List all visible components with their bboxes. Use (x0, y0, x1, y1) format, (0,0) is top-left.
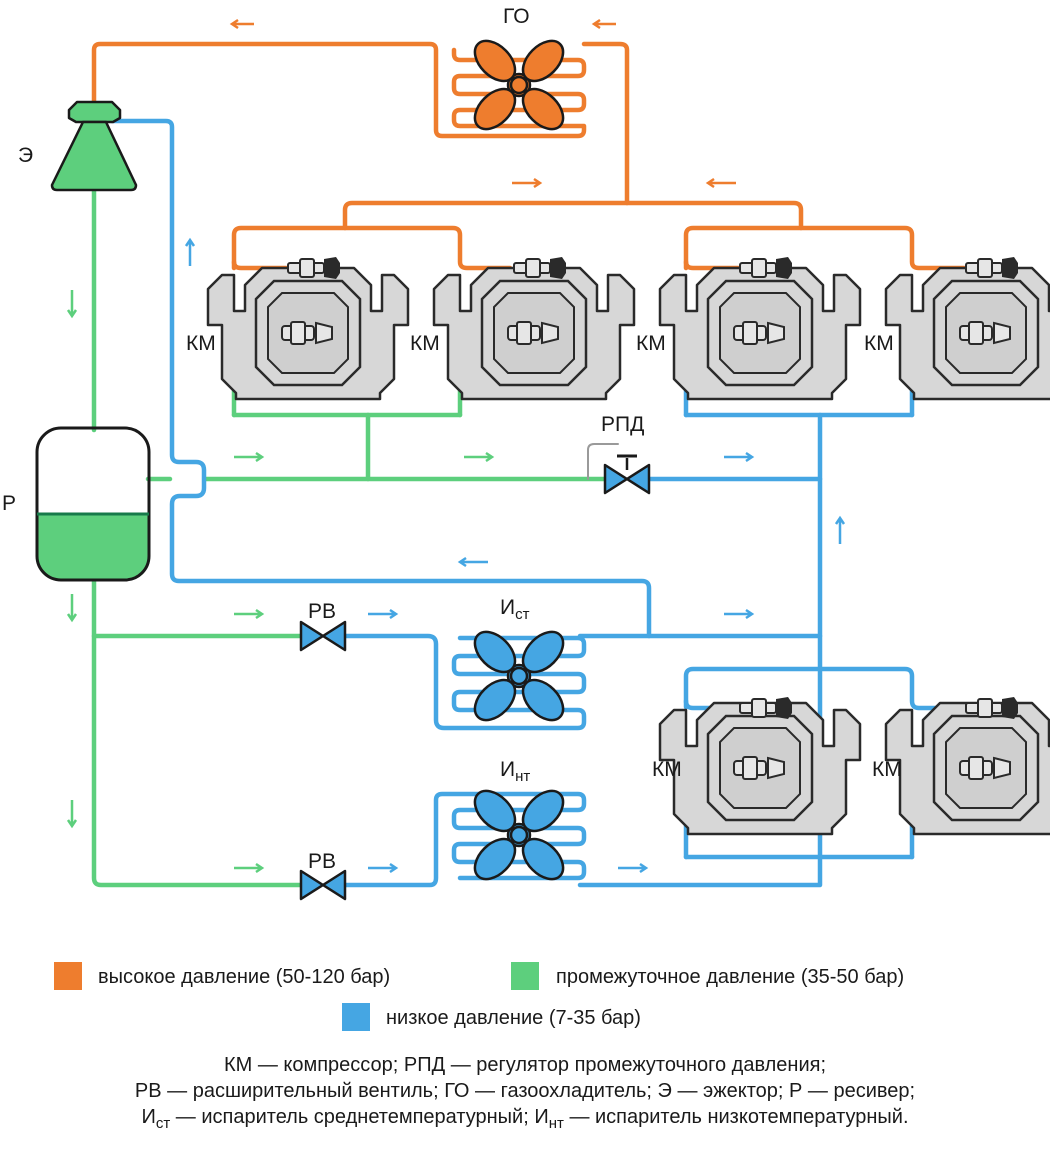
ejector-icon (50, 100, 138, 192)
gas-cooler-label: ГО (503, 5, 530, 28)
evaporator-lt-fan-icon (466, 782, 572, 888)
legend-low: низкое давление (7-35 бар) (386, 1007, 641, 1029)
receiver-icon (35, 426, 151, 582)
compressor-3-icon (658, 256, 862, 401)
gas-cooler-fan-icon (466, 32, 572, 138)
receiver-label: Р (2, 492, 17, 515)
low-pressure-line-ejector (109, 118, 652, 639)
flow-arrow (591, 18, 616, 30)
notes-line-1: КМ — компрессор; РПД — регулятор промежу… (223, 1054, 827, 1076)
ejector-label: Э (18, 144, 34, 167)
compressor-5-icon (658, 696, 862, 836)
flow-arrow (66, 290, 78, 319)
flow-arrow (724, 608, 755, 620)
legend-high: высокое давление (50-120 бар) (98, 966, 391, 988)
legend-swatch-high (54, 962, 82, 990)
flow-arrow (457, 556, 488, 568)
expansion-valve-mt-icon (299, 620, 347, 652)
flow-arrow (66, 800, 78, 829)
compressor-label: КМ (652, 758, 682, 781)
compressor-label: КМ (872, 758, 902, 781)
high-pressure-line-top (91, 41, 587, 139)
expansion-valve-label: РВ (308, 600, 337, 623)
flow-arrow (66, 594, 78, 623)
flow-arrow (368, 608, 399, 620)
flow-arrow (234, 608, 265, 620)
flow-arrow (464, 451, 495, 463)
compressor-4-icon (884, 256, 1050, 401)
abbreviations-notes: КМ — компрессор; РПД — регулятор промежу… (0, 1052, 1050, 1137)
compressor-label: КМ (410, 332, 440, 355)
intermediate-line-receiver-out (91, 577, 303, 888)
flow-arrow (234, 862, 265, 874)
expansion-valve-lt-icon (299, 869, 347, 901)
legend-mid: промежуточное давление (35-50 бар) (556, 966, 905, 988)
pressure-regulator-label: РПД (601, 413, 645, 436)
expansion-valve-label: РВ (308, 850, 337, 873)
evaporator-mt-label: Ист (500, 596, 530, 623)
flow-arrow (705, 177, 736, 189)
legend-swatch-mid (511, 962, 539, 990)
compressor-6-icon (884, 696, 1050, 836)
flow-arrow (834, 515, 846, 544)
compressor-label: КМ (864, 332, 894, 355)
flow-arrow (512, 177, 543, 189)
high-pressure-line-cooler-out (581, 41, 630, 206)
pressure-regulator-valve-icon (603, 454, 651, 495)
compressor-1-icon (206, 256, 410, 401)
notes-line-3: Ист — испаритель среднетемпературный; Ин… (141, 1106, 909, 1132)
evaporator-lt-label: Инт (500, 758, 531, 785)
flow-arrow (184, 237, 196, 266)
flow-arrow (368, 862, 399, 874)
notes-line-2: РВ — расширительный вентиль; ГО — газоох… (134, 1080, 916, 1102)
compressor-label: КМ (186, 332, 216, 355)
flow-arrow (234, 451, 265, 463)
flow-arrow (618, 862, 649, 874)
high-pressure-header (342, 200, 804, 231)
compressor-2-icon (432, 256, 636, 401)
compressor-label: КМ (636, 332, 666, 355)
flow-arrow (229, 18, 254, 30)
flow-arrow (724, 451, 755, 463)
legend-swatch-low (342, 1003, 370, 1031)
